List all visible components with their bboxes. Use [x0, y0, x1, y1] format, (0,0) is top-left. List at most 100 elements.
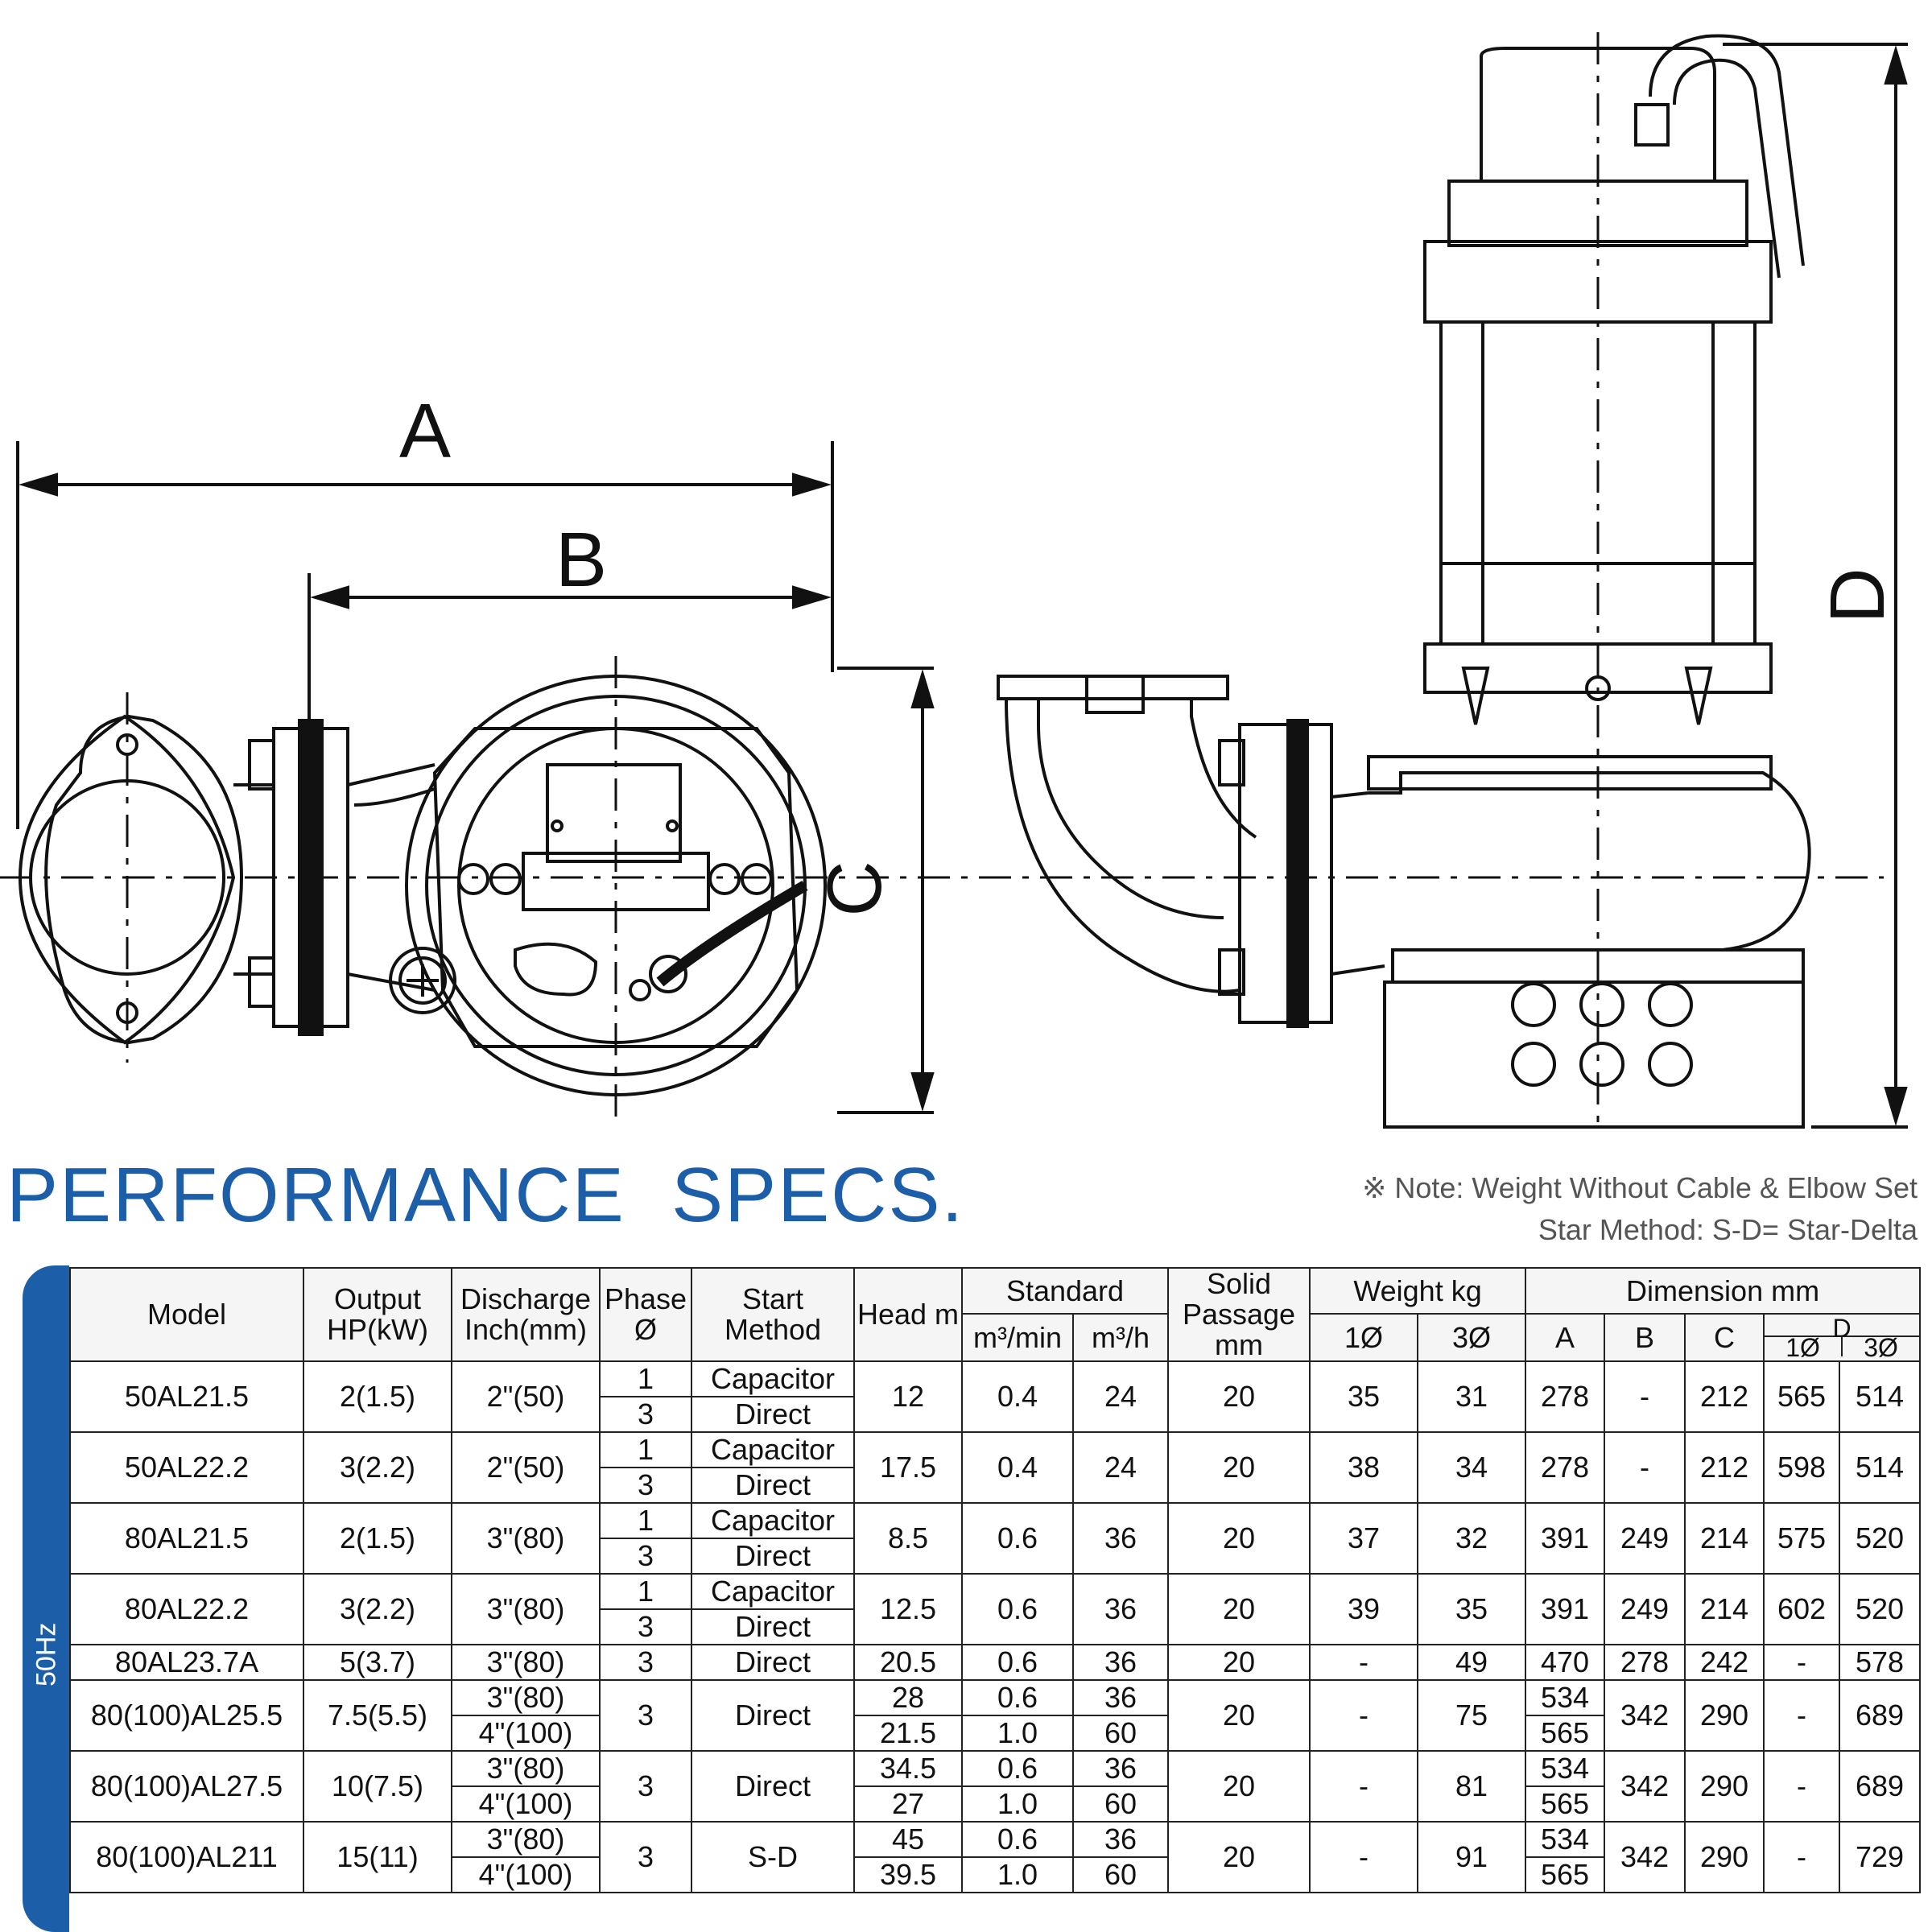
- cell-phase: 3: [599, 1467, 692, 1504]
- cell-d3: 514: [1839, 1360, 1922, 1433]
- header-standard: Standard: [960, 1266, 1170, 1315]
- cell-m3h: 36: [1071, 1750, 1170, 1787]
- pump-side-view: [997, 32, 1811, 1129]
- note-weight: ※ Note: Weight Without Cable & Elbow Set: [1362, 1171, 1918, 1204]
- cell-model: 80(100)AL25.5: [69, 1679, 304, 1752]
- header-dim-c: C: [1684, 1313, 1765, 1362]
- cell-d1: 565: [1763, 1360, 1841, 1433]
- cell-model: 80AL21.5: [69, 1502, 304, 1575]
- cell-model: 50AL21.5: [69, 1360, 304, 1433]
- cell-start: Capacitor: [691, 1573, 855, 1610]
- cell-start: Direct: [691, 1750, 855, 1823]
- cell-output: 15(11): [303, 1821, 452, 1893]
- cell-solid: 20: [1167, 1750, 1311, 1823]
- header-discharge: Discharge Inch(mm): [451, 1267, 601, 1362]
- cell-m3min: 1.0: [961, 1856, 1074, 1893]
- dimension-label-b: B: [555, 517, 607, 603]
- cell-c: 212: [1684, 1431, 1765, 1504]
- cell-c: 290: [1684, 1821, 1765, 1893]
- header-solid-passage: Solid Passage mm: [1167, 1267, 1311, 1362]
- cell-d3: 514: [1839, 1431, 1922, 1504]
- cell-solid: 20: [1167, 1644, 1311, 1681]
- cell-solid: 20: [1167, 1821, 1311, 1893]
- cell-w1: -: [1309, 1679, 1419, 1752]
- cell-w1: -: [1309, 1644, 1419, 1681]
- cell-head: 39.5: [853, 1856, 963, 1893]
- header-output: Output HP(kW): [303, 1267, 452, 1362]
- cell-c: 212: [1684, 1360, 1765, 1433]
- cell-a: 278: [1525, 1360, 1606, 1433]
- cell-output: 10(7.5): [303, 1750, 452, 1823]
- cell-start: Direct: [691, 1644, 855, 1681]
- cell-a: 391: [1525, 1502, 1606, 1575]
- cell-a: 565: [1525, 1856, 1606, 1893]
- cell-b: 249: [1604, 1502, 1686, 1575]
- cell-a: 565: [1525, 1715, 1606, 1752]
- header-m3-min: m³/min: [961, 1313, 1074, 1362]
- cell-m3h: 36: [1071, 1821, 1170, 1858]
- cell-w1: 39: [1309, 1573, 1419, 1645]
- cell-m3h: 60: [1071, 1785, 1170, 1823]
- cell-discharge: 4"(100): [451, 1785, 601, 1823]
- notes: ※ Note: Weight Without Cable & Elbow Set…: [1362, 1167, 1918, 1251]
- cell-c: 242: [1684, 1644, 1765, 1681]
- cell-d3: 520: [1839, 1573, 1922, 1645]
- cell-model: 80(100)AL27.5: [69, 1750, 304, 1823]
- cell-w3: 91: [1417, 1821, 1527, 1893]
- cell-output: 2(1.5): [303, 1502, 452, 1575]
- cell-head: 20.5: [853, 1644, 963, 1681]
- cell-w1: 38: [1309, 1431, 1419, 1504]
- cell-b: -: [1604, 1360, 1686, 1433]
- cell-phase: 1: [599, 1573, 692, 1610]
- cell-phase: 3: [599, 1679, 692, 1752]
- cell-w3: 81: [1417, 1750, 1527, 1823]
- cell-m3h: 24: [1071, 1431, 1170, 1504]
- header-weight-1ph: 1Ø: [1309, 1313, 1419, 1362]
- cell-m3min: 0.6: [961, 1644, 1074, 1681]
- cell-a: 278: [1525, 1431, 1606, 1504]
- dimension-b: B: [308, 517, 832, 724]
- cell-d1: -: [1763, 1644, 1841, 1681]
- cell-w1: 37: [1309, 1502, 1419, 1575]
- cell-w3: 34: [1417, 1431, 1527, 1504]
- cell-solid: 20: [1167, 1573, 1311, 1645]
- cell-m3min: 0.4: [961, 1360, 1074, 1433]
- frequency-label: 50Hz: [31, 1622, 62, 1686]
- cell-m3h: 36: [1071, 1502, 1170, 1575]
- cell-discharge: 3"(80): [451, 1644, 601, 1681]
- cell-phase: 1: [599, 1360, 692, 1397]
- cell-discharge: 3"(80): [451, 1502, 601, 1575]
- cell-solid: 20: [1167, 1502, 1311, 1575]
- header-dim-b: B: [1604, 1313, 1686, 1362]
- header-model: Model: [69, 1267, 304, 1362]
- header-m3-h: m³/h: [1071, 1313, 1170, 1362]
- cell-d3: 729: [1839, 1821, 1922, 1893]
- cell-w3: 31: [1417, 1360, 1527, 1433]
- cell-m3min: 0.6: [961, 1679, 1074, 1716]
- cell-discharge: 4"(100): [451, 1856, 601, 1893]
- cell-head: 45: [853, 1821, 963, 1858]
- cell-start: Capacitor: [691, 1431, 855, 1468]
- cell-d3: 578: [1839, 1644, 1922, 1681]
- cell-m3min: 1.0: [961, 1715, 1074, 1752]
- cell-model: 80AL23.7A: [69, 1644, 304, 1681]
- header-dim-d-label: D: [1765, 1315, 1919, 1341]
- cell-phase: 3: [599, 1644, 692, 1681]
- cell-m3h: 60: [1071, 1856, 1170, 1893]
- cell-model: 80(100)AL211: [69, 1821, 304, 1893]
- cell-head: 28: [853, 1679, 963, 1716]
- cell-head: 34.5: [853, 1750, 963, 1787]
- cell-discharge: 3"(80): [451, 1573, 601, 1645]
- cell-m3min: 0.6: [961, 1750, 1074, 1787]
- cell-phase: 3: [599, 1396, 692, 1433]
- cell-start: Direct: [691, 1396, 855, 1433]
- cell-d1: 598: [1763, 1431, 1841, 1504]
